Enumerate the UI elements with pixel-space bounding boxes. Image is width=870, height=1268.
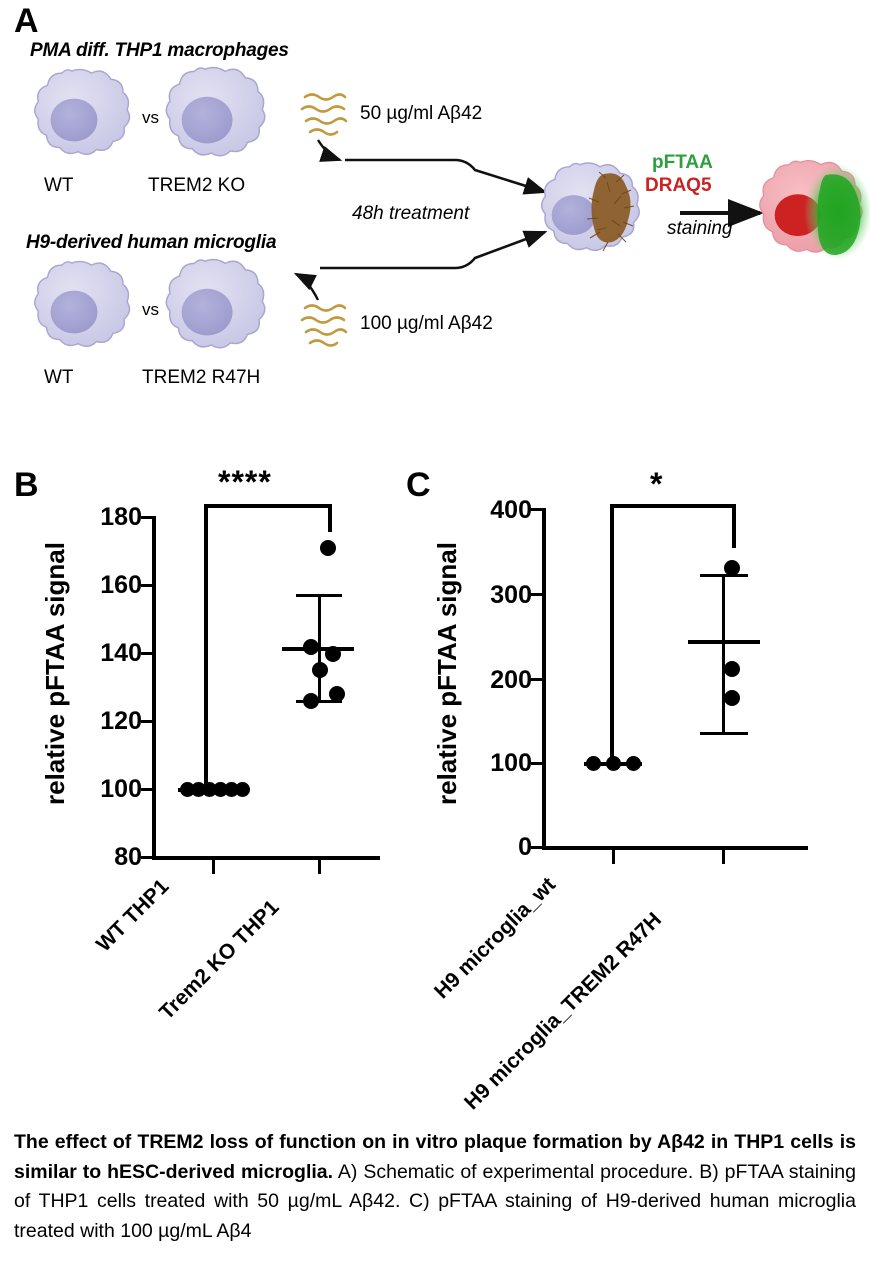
panel-b-tick-80 bbox=[141, 856, 152, 859]
marker-label-draq5: DRAQ5 bbox=[645, 175, 712, 196]
marker-label-pftaa: pFTAA bbox=[652, 152, 713, 173]
amyloid-aggregate bbox=[586, 171, 635, 252]
panel-c-sig-bracket-right bbox=[732, 504, 736, 548]
vs-label-thp1: vs bbox=[142, 108, 159, 127]
cell-label-trem2r47h-microglia: TREM2 R47H bbox=[142, 367, 261, 388]
panel-b-xtick-1 bbox=[212, 860, 215, 874]
panel-c-tick-300 bbox=[531, 593, 542, 596]
panel-b-tick-160 bbox=[141, 584, 152, 587]
panel-b-xcat-wt-thp1: WT THP1 bbox=[92, 874, 174, 957]
panel-c-x-axis bbox=[542, 846, 808, 850]
panel-b-sig-bracket-top bbox=[204, 504, 332, 508]
panel-c-tick-400 bbox=[531, 508, 542, 511]
panel-c-r47h-mean-line bbox=[688, 640, 760, 644]
panel-c-wt-point-1 bbox=[586, 756, 601, 771]
panel-c-tick-0 bbox=[531, 846, 542, 849]
vs-label-microglia: vs bbox=[142, 300, 159, 319]
panel-b-tick-180 bbox=[141, 516, 152, 519]
panel-a-schematic: A bbox=[0, 0, 870, 440]
panel-b-ytick-100: 100 bbox=[100, 775, 142, 803]
panel-b-ko-point-143 bbox=[303, 639, 319, 655]
schematic-graphics bbox=[34, 66, 870, 349]
panel-c-r47h-point-215 bbox=[724, 661, 740, 677]
panel-c-y-axis bbox=[542, 508, 546, 848]
treatment-duration-label: 48h treatment bbox=[352, 203, 470, 224]
panel-c-tick-200 bbox=[531, 678, 542, 681]
cell-wt-thp1 bbox=[34, 68, 131, 155]
panel-c-ytick-200: 200 bbox=[490, 666, 532, 694]
panel-b-ko-point-129 bbox=[329, 686, 345, 702]
panel-b-ytick-80: 80 bbox=[114, 843, 142, 871]
panel-b-significance-stars: **** bbox=[218, 464, 272, 500]
panel-c-r47h-point-333 bbox=[724, 560, 740, 576]
panel-b-sig-bracket-right bbox=[328, 504, 332, 532]
panel-b-tick-100 bbox=[141, 788, 152, 791]
panel-b-ko-errorbar-cap-top bbox=[296, 594, 342, 597]
panel-b-wt-point-6 bbox=[235, 782, 250, 797]
cell-label-wt-thp1: WT bbox=[44, 175, 74, 196]
amyloid-squiggle-bottom bbox=[300, 304, 348, 347]
panel-b-chart: B relative pFTAA signal 180 160 140 120 … bbox=[0, 460, 420, 1120]
panel-c-xtick-2 bbox=[722, 850, 725, 864]
panel-a-letter: A bbox=[14, 2, 39, 40]
panel-b-xcat-ko-thp1: Trem2 KO THP1 bbox=[155, 895, 284, 1025]
panel-c-wt-point-3 bbox=[626, 756, 641, 771]
schematic-group-title-microglia: H9-derived human microglia bbox=[26, 232, 277, 253]
schematic-group-title-thp1: PMA diff. THP1 macrophages bbox=[30, 40, 289, 61]
panel-b-y-axis bbox=[152, 516, 156, 858]
panel-c-wt-point-2 bbox=[606, 756, 621, 771]
panel-b-ko-errorbar-cap-bottom bbox=[296, 700, 342, 703]
treatment-arrow-top bbox=[345, 158, 548, 195]
panel-b-ytick-160: 160 bbox=[100, 571, 142, 599]
caption-rest: A) Schematic of experimental procedure. … bbox=[14, 1160, 856, 1242]
panel-c-r47h-point-181 bbox=[724, 690, 740, 706]
panel-b-ytick-140: 140 bbox=[100, 639, 142, 667]
panel-c-ytick-100: 100 bbox=[490, 749, 532, 777]
panel-b-letter: B bbox=[14, 466, 39, 504]
panel-c-chart: C relative pFTAA signal 400 300 200 100 … bbox=[400, 460, 870, 1120]
panel-c-r47h-errorbar-cap-bottom bbox=[700, 732, 748, 735]
panel-b-ko-point-141 bbox=[325, 646, 341, 662]
panel-b-ko-point-170 bbox=[320, 540, 336, 556]
cell-trem2r47h-microglia bbox=[165, 258, 266, 349]
feeder-arrow-bottom bbox=[293, 272, 320, 301]
feeder-arrow-top bbox=[316, 139, 343, 162]
panel-b-ko-point-136 bbox=[312, 662, 328, 678]
staining-label: staining bbox=[667, 218, 733, 239]
panel-c-significance-stars: * bbox=[650, 466, 664, 502]
cell-trem2ko-thp1 bbox=[165, 66, 266, 157]
green-plaque-glow bbox=[804, 164, 870, 260]
cell-with-plaque bbox=[540, 162, 640, 252]
panel-b-x-axis bbox=[152, 856, 380, 860]
panel-b-tick-120 bbox=[141, 720, 152, 723]
caption-bold: The effect of TREM2 loss of function on … bbox=[14, 1131, 856, 1183]
concentration-label-microglia: 100 µg/ml Aβ42 bbox=[360, 313, 493, 334]
cell-label-trem2ko-thp1: TREM2 KO bbox=[148, 175, 246, 196]
panel-c-sig-bracket-left bbox=[610, 504, 614, 762]
panel-b-tick-140 bbox=[141, 652, 152, 655]
panel-b-ytick-120: 120 bbox=[100, 707, 142, 735]
concentration-label-thp1: 50 µg/ml Aβ42 bbox=[360, 103, 483, 124]
panel-b-ytick-180: 180 bbox=[100, 503, 142, 531]
panel-c-ytick-300: 300 bbox=[490, 581, 532, 609]
panel-c-tick-100 bbox=[531, 762, 542, 765]
amyloid-squiggle-top bbox=[300, 93, 348, 136]
panel-c-r47h-errorbar bbox=[722, 574, 725, 734]
panel-b-ko-point-127 bbox=[303, 693, 319, 709]
panel-c-ytick-400: 400 bbox=[490, 496, 532, 524]
cell-wt-microglia bbox=[34, 260, 131, 347]
panel-b-sig-bracket-left bbox=[204, 504, 208, 788]
panel-c-xcat-wt: H9 microglia_wt bbox=[430, 873, 561, 1004]
panel-b-xtick-2 bbox=[318, 860, 321, 874]
treatment-arrow-bottom bbox=[320, 230, 548, 270]
figure-caption: The effect of TREM2 loss of function on … bbox=[14, 1128, 856, 1247]
panel-c-letter: C bbox=[406, 466, 431, 504]
panel-c-sig-bracket-top bbox=[610, 504, 736, 508]
panel-c-xtick-1 bbox=[612, 850, 615, 864]
cell-label-wt-microglia: WT bbox=[44, 367, 74, 388]
panel-c-r47h-errorbar-cap-top bbox=[700, 574, 748, 577]
panel-c-ytick-0: 0 bbox=[518, 833, 532, 861]
